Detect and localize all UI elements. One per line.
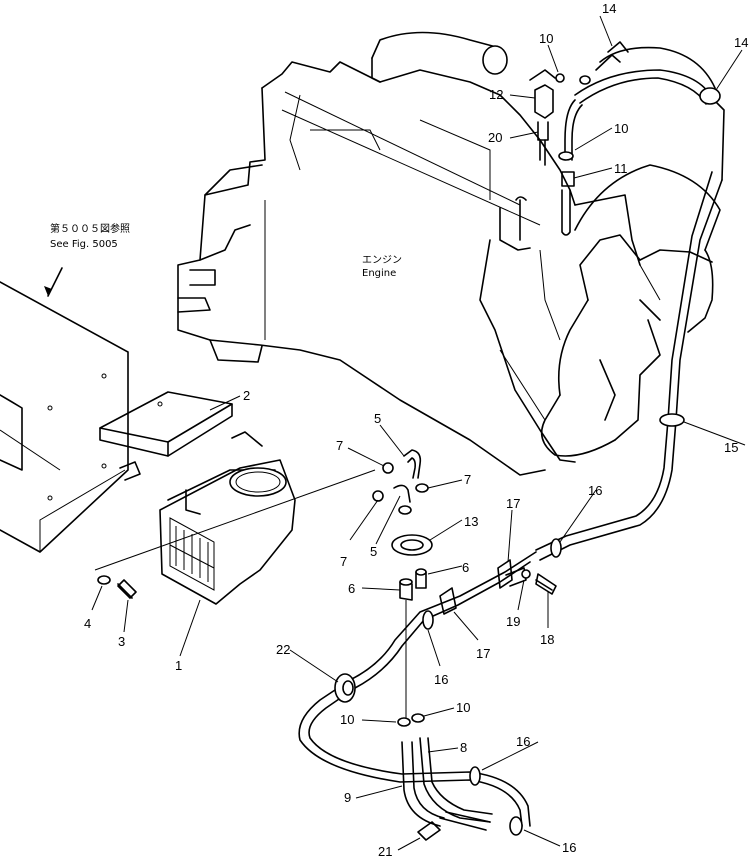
return-hose: [535, 171, 723, 561]
callout-16: 16: [434, 672, 448, 687]
callout-12: 12: [489, 87, 503, 102]
reference-box: [0, 267, 129, 553]
callout-5: 5: [370, 544, 377, 559]
connector-fittings: [372, 449, 433, 720]
callout-14: 14: [734, 35, 748, 50]
callout-15: 15: [724, 440, 738, 455]
callout-9: 9: [344, 790, 351, 805]
callout-21: 21: [378, 844, 392, 859]
engine-label-jp: エンジン: [362, 255, 402, 266]
clamp-assembly: [439, 559, 557, 615]
callout-11: 11: [614, 161, 628, 176]
callout-7: 7: [336, 438, 343, 453]
callout-13: 13: [464, 514, 478, 529]
callout-10: 10: [456, 700, 470, 715]
engine: [177, 31, 641, 476]
callout-8: 8: [460, 740, 467, 755]
callout-10: 10: [614, 121, 628, 136]
callout-10: 10: [539, 31, 553, 46]
callouts: 14 14 10 12 20 10 11 2 5 7 7 7 5 13 15 1…: [84, 1, 748, 859]
callout-2: 2: [243, 388, 250, 403]
bolt-and-washer: [97, 575, 137, 599]
fig-ref-en: See Fig. 5005: [50, 239, 118, 250]
callout-6: 6: [348, 581, 355, 596]
callout-17: 17: [506, 496, 520, 511]
callout-7: 7: [464, 472, 471, 487]
callout-16: 16: [516, 734, 530, 749]
callout-1: 1: [175, 658, 182, 673]
cooling-fan: [540, 164, 721, 457]
callout-19: 19: [506, 614, 520, 629]
drain-hoses: [397, 713, 493, 841]
callout-14: 14: [602, 1, 616, 16]
heater-unit: [99, 391, 296, 605]
callout-7: 7: [340, 554, 347, 569]
callout-16: 16: [588, 483, 602, 498]
callout-10: 10: [340, 712, 354, 727]
callout-6: 6: [462, 560, 469, 575]
heater-valve-assembly: [529, 41, 725, 236]
leader-lines: [91, 15, 746, 851]
supply-hose: [298, 551, 537, 836]
callout-18: 18: [540, 632, 554, 647]
engine-label-en: Engine: [362, 268, 396, 279]
callout-5: 5: [374, 411, 381, 426]
callout-20: 20: [488, 130, 502, 145]
callout-16: 16: [562, 840, 576, 855]
fig-ref-jp: 第５００５図参照: [50, 222, 130, 235]
callout-22: 22: [276, 642, 290, 657]
callout-4: 4: [84, 616, 91, 631]
callout-3: 3: [118, 634, 125, 649]
callout-17: 17: [476, 646, 490, 661]
